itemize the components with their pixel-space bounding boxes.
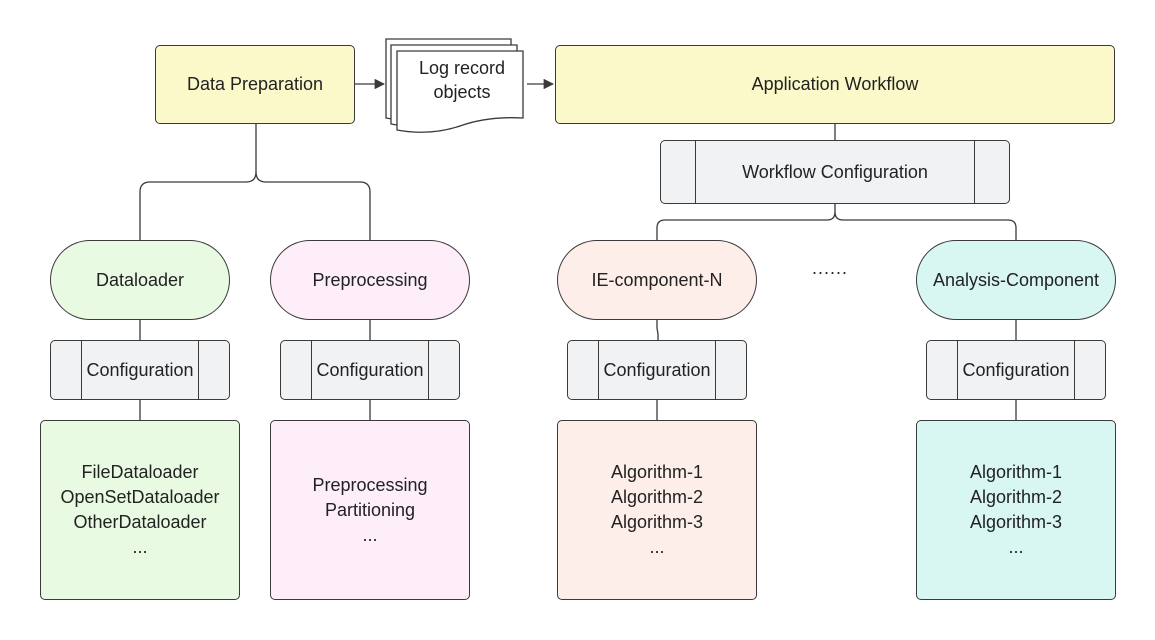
dataloader-configuration-box: Configuration [50, 340, 230, 400]
preprocessing-configuration-box: Configuration [280, 340, 460, 400]
ie-component-node: IE-component-N [557, 240, 757, 320]
connector-config-left [656, 204, 836, 240]
dataloader-configuration-label: Configuration [86, 359, 194, 380]
dataloader-label: Dataloader [95, 269, 185, 290]
list-item: Algorithm-3 [969, 512, 1063, 532]
preprocessing-configuration-label: Configuration [316, 359, 424, 380]
list-item: Partitioning [324, 499, 416, 520]
list-item: Algorithm-1 [610, 462, 704, 482]
connector-data-prep-trunk [139, 124, 257, 240]
data-preparation-label: Data Preparation [186, 74, 324, 94]
ie-component-configuration-label: Configuration [603, 359, 711, 380]
log-records-line-2: objects [433, 82, 491, 102]
list-item: FileDataloader [81, 462, 199, 482]
list-item: Algorithm-2 [969, 487, 1063, 507]
list-item: Preprocessing [312, 474, 428, 495]
analysis-component-configuration-box: Configuration [926, 340, 1106, 400]
data-preparation-box: Data Preparation [155, 45, 355, 124]
preprocessing-list-box: Preprocessing Partitioning ... [270, 420, 470, 600]
connector-config-right [834, 211, 1017, 240]
log-records-label: Log record objects [397, 56, 527, 104]
analysis-component-list-box: Algorithm-1 Algorithm-2 Algorithm-3 ... [916, 420, 1116, 600]
preprocessing-node: Preprocessing [270, 240, 470, 320]
dataloader-list-box: FileDataloader OpenSetDataloader OtherDa… [40, 420, 240, 600]
log-records-document-icon [385, 38, 524, 133]
list-item: OtherDataloader [73, 512, 207, 532]
workflow-configuration-label: Workflow Configuration [742, 161, 928, 182]
preprocessing-label: Preprocessing [312, 269, 428, 290]
list-item: ... [649, 537, 665, 557]
ie-component-list-box: Algorithm-1 Algorithm-2 Algorithm-3 ... [557, 420, 757, 600]
application-workflow-label: Application Workflow [751, 74, 919, 94]
ie-component-configuration-box: Configuration [567, 340, 747, 400]
analysis-component-node: Analysis-Component [916, 240, 1116, 320]
more-components-ellipsis: ...... [811, 258, 848, 278]
list-item: Algorithm-2 [610, 487, 704, 507]
list-item: OpenSetDataloader [60, 487, 220, 507]
workflow-configuration-box: Workflow Configuration [660, 140, 1010, 204]
log-records-line-1: Log record [418, 58, 506, 78]
connector-data-prep-right [255, 171, 371, 240]
list-item: ... [1008, 537, 1024, 557]
analysis-component-configuration-label: Configuration [962, 359, 1070, 380]
analysis-component-label: Analysis-Component [932, 269, 1100, 290]
list-item: ... [362, 524, 378, 545]
application-workflow-box: Application Workflow [555, 45, 1115, 124]
list-item: ... [132, 537, 148, 557]
list-item: Algorithm-3 [610, 512, 704, 532]
list-item: Algorithm-1 [969, 462, 1063, 482]
ie-component-label: IE-component-N [591, 269, 723, 290]
dataloader-node: Dataloader [50, 240, 230, 320]
